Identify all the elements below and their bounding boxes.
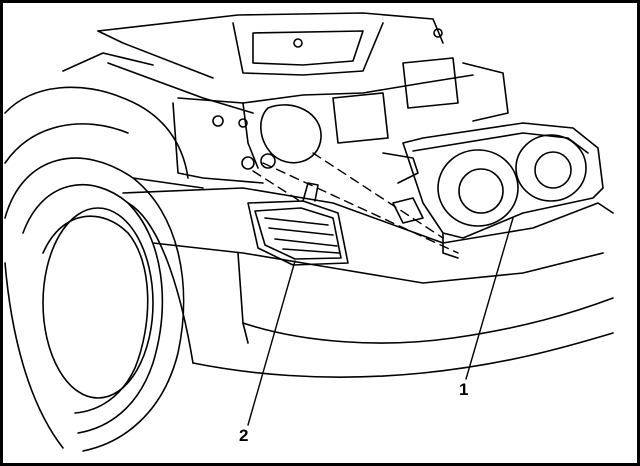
hood-panel [62, 12, 444, 114]
callout-number-1: 1 [459, 380, 469, 399]
alignment-lines [252, 152, 459, 254]
headlamp-removal-illustration [4, 12, 614, 452]
radiator-support [172, 22, 509, 184]
headlamp-assembly [382, 122, 604, 259]
leader-line-1 [465, 217, 514, 380]
front-tire [4, 157, 185, 452]
leader-line-2 [247, 260, 296, 426]
side-marker-lamp [247, 182, 349, 266]
callout-number-2: 2 [239, 426, 249, 445]
fender [4, 86, 189, 179]
leader-lines [247, 217, 514, 426]
front-bumper [122, 177, 614, 378]
